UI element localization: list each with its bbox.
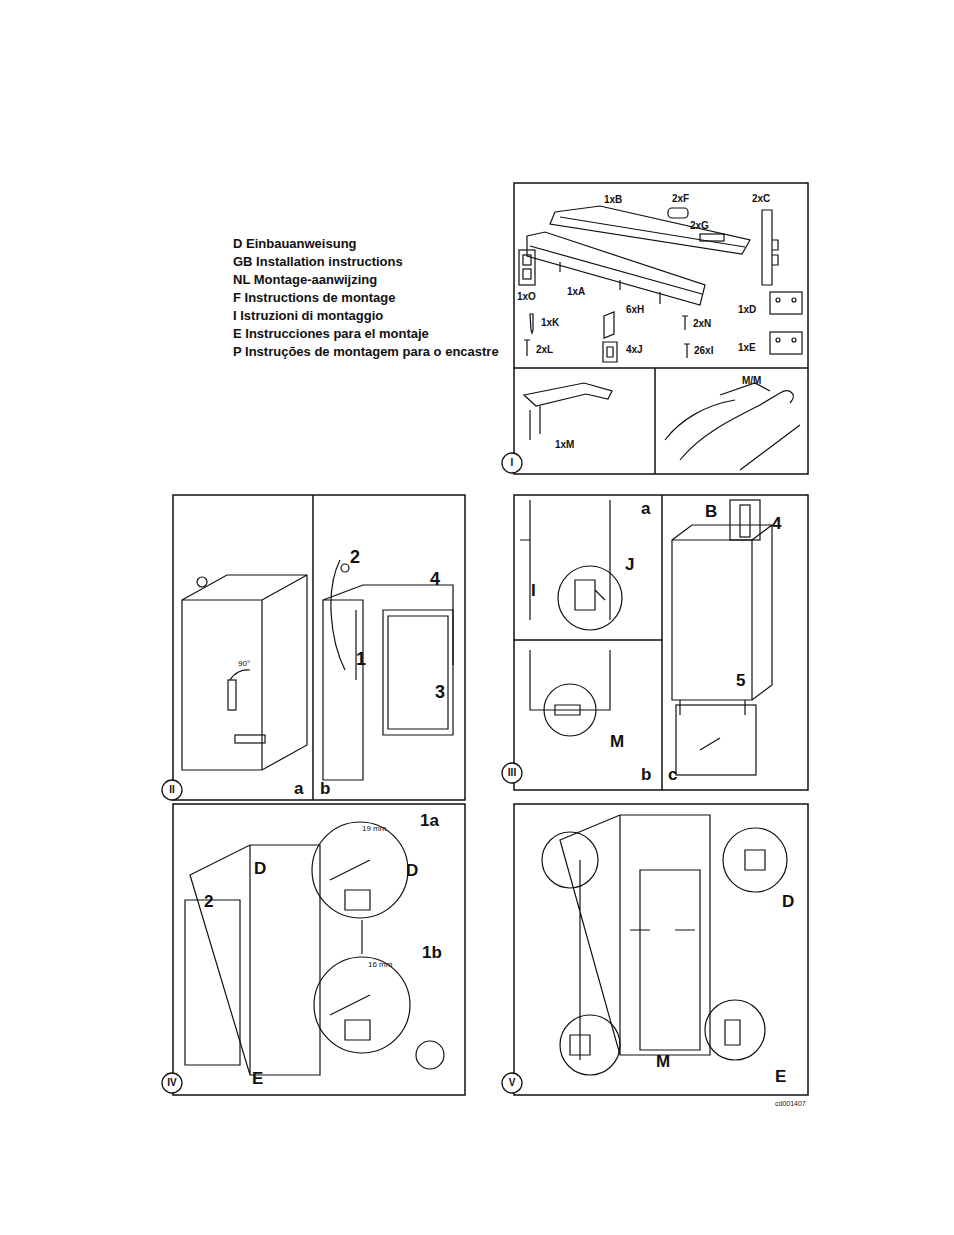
- part-label: 16 mm: [368, 961, 392, 969]
- part-label: 2xC: [752, 194, 770, 204]
- part-label: E: [775, 1068, 786, 1085]
- part-label: 4: [772, 515, 781, 532]
- part-label: 2xF: [672, 194, 689, 204]
- part-label: 1xB: [604, 195, 622, 205]
- panel-numeral: I: [501, 452, 523, 474]
- part-label: 90°: [238, 660, 250, 668]
- part-label: 2: [350, 548, 360, 566]
- part-label: 3: [435, 683, 445, 701]
- part-label: 2xL: [536, 345, 553, 355]
- part-label: M: [610, 733, 624, 750]
- part-label: 6xH: [626, 305, 644, 315]
- part-label: M/M: [742, 376, 761, 386]
- panel-number: I: [501, 452, 523, 474]
- language-title: I Istruzioni di montaggio: [233, 309, 383, 322]
- part-label: J: [625, 556, 634, 573]
- part-label: 1b: [422, 944, 442, 961]
- part-label: 1xD: [738, 305, 756, 315]
- panel-numeral: II: [161, 779, 183, 801]
- part-label: 2xN: [693, 319, 711, 329]
- part-label: 26xI: [694, 346, 713, 356]
- part-label: D: [406, 862, 418, 879]
- part-label: a: [641, 500, 650, 517]
- panel-numeral: III: [501, 762, 523, 784]
- part-label: 1xM: [555, 440, 574, 450]
- panel-number: II: [161, 779, 183, 801]
- language-title: P Instruções de montagem para o encastre: [233, 345, 499, 358]
- part-label: 1xE: [738, 343, 756, 353]
- part-label: 2xG: [690, 221, 709, 231]
- part-label: cd001407: [775, 1100, 806, 1107]
- language-title: F Instructions de montage: [233, 291, 396, 304]
- part-label: 4: [430, 570, 440, 588]
- part-label: a: [294, 780, 303, 797]
- part-label: 1xK: [541, 318, 559, 328]
- part-label: c: [668, 766, 677, 783]
- part-label: b: [641, 766, 651, 783]
- language-title: NL Montage-aanwijzing: [233, 273, 377, 286]
- part-label: 1: [356, 650, 366, 668]
- language-title: GB Installation instructions: [233, 255, 403, 268]
- panel-numeral: IV: [161, 1072, 183, 1094]
- language-title: D Einbauanweisung: [233, 237, 357, 250]
- part-label: 5: [736, 672, 745, 689]
- panel-number: III: [501, 762, 523, 784]
- part-label: 4xJ: [626, 345, 643, 355]
- part-label: b: [320, 780, 330, 797]
- part-label: B: [705, 503, 717, 520]
- panel-numeral: V: [501, 1072, 523, 1094]
- panel-number: V: [501, 1072, 523, 1094]
- part-label: 2: [204, 893, 213, 910]
- panel-number: IV: [161, 1072, 183, 1094]
- part-label: 19 mm: [362, 825, 386, 833]
- language-title: E Instrucciones para el montaje: [233, 327, 429, 340]
- part-label: 1a: [420, 812, 439, 829]
- part-label: D: [254, 860, 266, 877]
- part-label: E: [252, 1070, 263, 1087]
- part-label: I: [531, 582, 536, 599]
- part-label: 1xO: [517, 292, 536, 302]
- part-label: 1xA: [567, 287, 585, 297]
- part-label: D: [782, 893, 794, 910]
- part-label: M: [656, 1053, 670, 1070]
